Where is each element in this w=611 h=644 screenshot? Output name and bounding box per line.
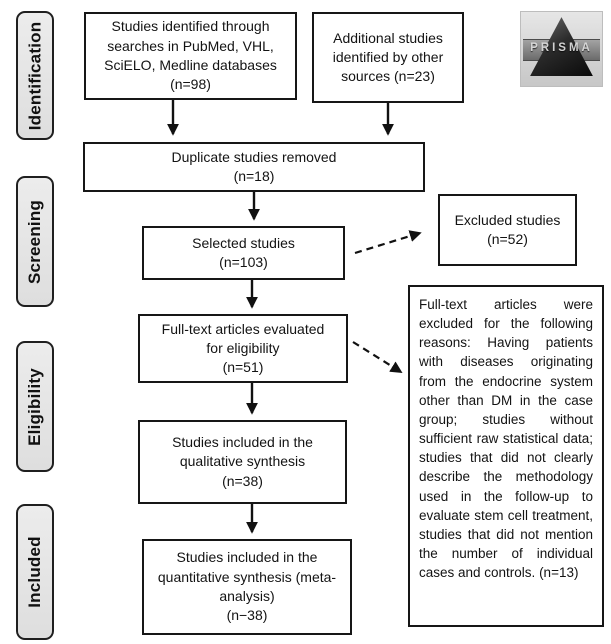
arrow-dashed-selected-to-excluded: [354, 230, 422, 255]
stage-included-label: Included: [25, 536, 44, 608]
box-fulltext-evaluated: Full-text articles evaluated for eligibi…: [138, 314, 348, 383]
stage-screening: Screening: [16, 176, 54, 307]
box-selected-studies: Selected studies (n=103): [142, 226, 345, 280]
stage-identification-label: Identification: [25, 21, 45, 130]
stage-eligibility-label: Eligibility: [25, 367, 45, 446]
box-excluded-studies: Excluded studies (n=52): [438, 194, 577, 266]
box-exclusion-reasons: Full-text articles were excluded for the…: [408, 285, 604, 627]
stage-identification: Identification: [16, 11, 54, 140]
box-quantitative-synthesis: Studies included in the quantitative syn…: [142, 539, 352, 635]
box-studies-identified: Studies identified through searches in P…: [84, 12, 297, 100]
box-additional-studies: Additional studies identified by other s…: [312, 12, 464, 103]
stage-eligibility: Eligibility: [16, 341, 54, 472]
arrow-dashed-fulltext-to-reasons: [352, 341, 403, 373]
prisma-logo: PRISMA: [520, 11, 603, 87]
stage-screening-label: Screening: [25, 199, 44, 284]
stage-included: Included: [16, 504, 54, 640]
prisma-logo-text: PRISMA: [530, 42, 593, 55]
box-duplicates-removed: Duplicate studies removed (n=18): [83, 142, 425, 192]
box-qualitative-synthesis: Studies included in the qualitative synt…: [138, 420, 347, 504]
